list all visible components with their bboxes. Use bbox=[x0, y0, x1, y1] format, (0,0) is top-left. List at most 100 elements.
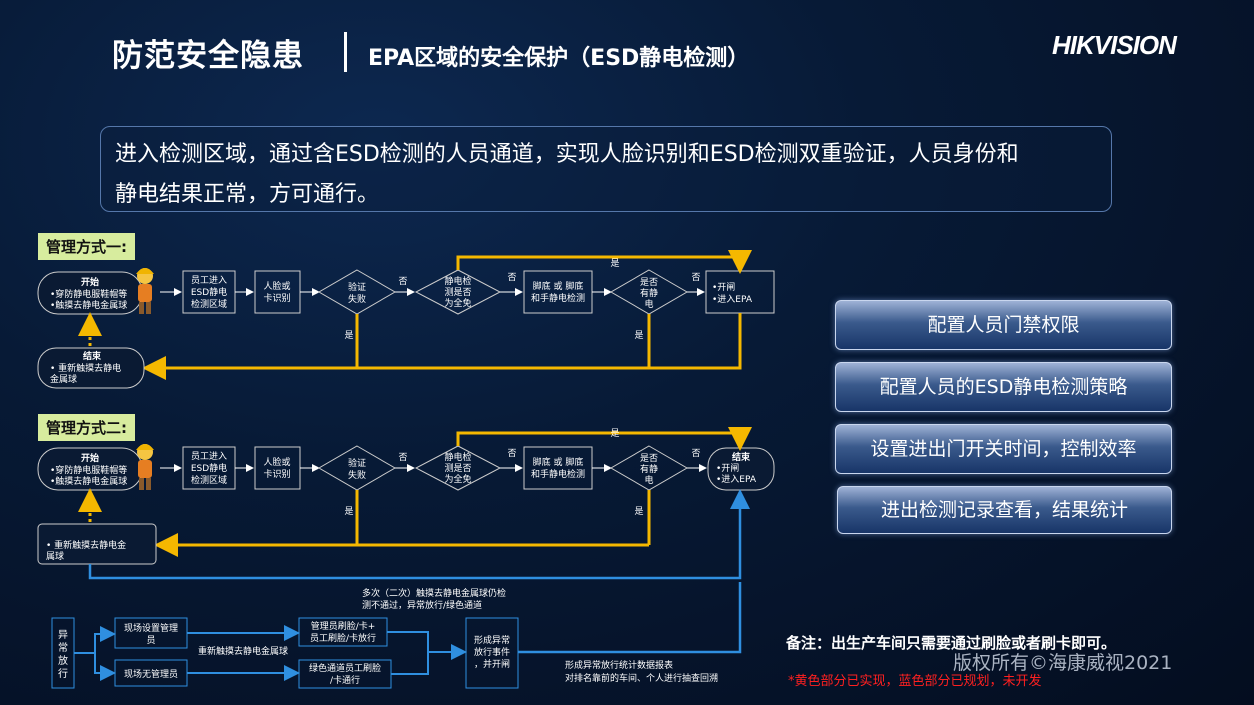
mode1-d1-l2: 失败 bbox=[348, 293, 366, 305]
mode2-d3-l1: 是否 bbox=[640, 453, 658, 464]
mode2-step2-l2: 卡识别 bbox=[263, 468, 290, 480]
mode1-d2-l2: 测是否 bbox=[444, 287, 471, 298]
mode1-step1-l2: ESD静电 bbox=[191, 286, 227, 298]
mode2-d1-l2: 失败 bbox=[348, 469, 366, 481]
mode2-retouch-l2: 属球 bbox=[46, 550, 64, 562]
mode1-step2-l1: 人脸或 bbox=[263, 280, 290, 292]
mode2-esd-exempt-decision bbox=[414, 445, 502, 491]
feature-esd-strategy: 配置人员的ESD静电检测策略 bbox=[835, 362, 1172, 412]
exception-side-2: 放 bbox=[58, 654, 68, 667]
title-divider bbox=[344, 32, 347, 72]
mode1-face-card-step bbox=[254, 270, 301, 314]
exception-admin-action-l2: 员工刷脸/卡放行 bbox=[310, 632, 376, 644]
feature-door-schedule: 设置进出门开关时间，控制效率 bbox=[835, 424, 1172, 474]
mode2-no-2: 否 bbox=[507, 448, 516, 459]
mode2-d3-l2: 有静 bbox=[640, 463, 658, 475]
mode2-yes-top: 是 bbox=[610, 428, 619, 439]
exception-retouch: 重新触摸去静电金属球 bbox=[198, 645, 288, 657]
intro-line-1: 进入检测区域，通过含ESD检测的人员通道，实现人脸识别和ESD检测双重验证，人员… bbox=[115, 142, 1019, 167]
mode2-end-title: 结束 bbox=[732, 451, 751, 463]
mode1-yes-2: 是 bbox=[634, 330, 643, 341]
mode2-d2-l3: 为全免 bbox=[444, 473, 471, 485]
mode2-step2-l1: 人脸或 bbox=[263, 456, 290, 468]
mode1-finish-title: 结束 bbox=[83, 350, 102, 362]
mode2-end-l1: •开闸 bbox=[716, 463, 739, 474]
mode2-esd-test-step bbox=[523, 446, 593, 490]
mode1-start-title: 开始 bbox=[81, 276, 99, 288]
intro-line-2: 静电结果正常，方可通行。 bbox=[115, 182, 380, 207]
exception-admin-action-l1: 管理员刷脸/卡+ bbox=[311, 620, 376, 632]
mode1-d1-l1: 验证 bbox=[348, 281, 366, 293]
worker-icon bbox=[136, 444, 154, 490]
mode2-no-3: 否 bbox=[691, 448, 700, 459]
exception-admin-l2: 员 bbox=[146, 635, 155, 646]
mode1-finish-l2: 金属球 bbox=[50, 373, 77, 385]
mode2-start-line2: •触摸去静电金属球 bbox=[50, 475, 127, 487]
exception-admin-l1: 现场设置管理 bbox=[124, 622, 178, 634]
mode1-d2-l3: 为全免 bbox=[444, 297, 471, 309]
exception-side-1: 常 bbox=[58, 641, 68, 654]
page-title: 防范安全隐患 bbox=[112, 38, 304, 74]
mode1-step1-l1: 员工进入 bbox=[191, 275, 227, 286]
mode2-label: 管理方式二: bbox=[38, 414, 135, 441]
mode1-end-l1: •开闸 bbox=[712, 282, 735, 293]
mode1-flowchart: 开始 •穿防静电服鞋帽等 •触摸去静电金属球 员工进入 ESD静电 检测区域 人… bbox=[37, 250, 775, 389]
exception-report-l2: 对排名靠前的车间、个人进行抽查回溯 bbox=[565, 672, 718, 684]
mode1-step2-l2: 卡识别 bbox=[263, 292, 290, 304]
mode2-start-line1: •穿防静电服鞋帽等 bbox=[50, 464, 127, 476]
mode2-step1-l3: 检测区域 bbox=[191, 474, 227, 486]
mode1-yes-1: 是 bbox=[344, 330, 353, 341]
mode1-step3-l1: 脚底 或 脚底 bbox=[533, 280, 584, 292]
mode2-start-title: 开始 bbox=[81, 452, 99, 464]
mode2-yes-1: 是 bbox=[344, 506, 353, 517]
page-subtitle: EPA区域的安全保护（ESD静电检测） bbox=[368, 46, 750, 71]
exception-event-l2: 放行事件 bbox=[474, 646, 510, 658]
mode1-start-line1: •穿防静电服鞋帽等 bbox=[50, 288, 127, 300]
mode2-yes-2: 是 bbox=[634, 506, 643, 517]
mode2-step1-l1: 员工进入 bbox=[191, 451, 227, 462]
mode1-start-line2: •触摸去静电金属球 bbox=[50, 299, 127, 311]
mode1-d3-l2: 有静 bbox=[640, 287, 658, 299]
mode2-d1-l1: 验证 bbox=[348, 457, 366, 469]
mode1-end-l2: •进入EPA bbox=[712, 294, 753, 305]
legend-note: *黄色部分已实现，蓝色部分已规划，未开发 bbox=[788, 674, 1042, 689]
mode2-d2-l2: 测是否 bbox=[444, 463, 471, 474]
exception-side-0: 异 bbox=[58, 629, 68, 641]
mode2-end-l2: •进入EPA bbox=[716, 474, 757, 485]
mode2-step3-l2: 和手静电检测 bbox=[531, 468, 585, 480]
exception-noadmin: 现场无管理员 bbox=[124, 668, 178, 680]
hikvision-logo: HIKVISION bbox=[1052, 30, 1177, 60]
mode2-d3-l3: 电 bbox=[644, 474, 653, 486]
exception-side-3: 行 bbox=[58, 667, 68, 680]
exception-green-l1: 绿色通道员工刷脸 bbox=[309, 662, 381, 674]
mode1-finish-l1: • 重新触摸去静电 bbox=[50, 362, 121, 374]
mode1-step1-l3: 检测区域 bbox=[191, 298, 227, 310]
mode1-end-node bbox=[37, 347, 145, 389]
intro-box: 进入检测区域，通过含ESD检测的人员通道，实现人脸识别和ESD检测双重验证，人员… bbox=[100, 126, 1112, 212]
exception-event-l1: 形成异常 bbox=[474, 634, 510, 646]
mode2-multi-l2: 测不通过，异常放行/绿色通道 bbox=[362, 599, 482, 611]
exception-green-l2: /卡通行 bbox=[330, 674, 360, 686]
exception-event-l3: ，并开闸 bbox=[474, 658, 510, 670]
mode2-multi-l1: 多次（二次）触摸去静电金属球仍检 bbox=[362, 587, 506, 599]
mode2-flowchart: 开始 •穿防静电服鞋帽等 •触摸去静电金属球 员工进入 ESD静电 检测区域 人… bbox=[37, 427, 775, 611]
feature-records-stats: 进出检测记录查看，结果统计 bbox=[837, 486, 1172, 534]
mode1-no-2: 否 bbox=[507, 272, 516, 283]
mode2-d2-l1: 静电检 bbox=[444, 451, 471, 463]
exception-flowchart: 异 常 放 行 现场设置管理 员 现场无管理员 重新触摸去静电金属球 管理员刷脸… bbox=[51, 582, 742, 689]
mode2-step1-l2: ESD静电 bbox=[191, 462, 227, 474]
mode1-d3-l3: 电 bbox=[644, 298, 653, 310]
remark-note: 备注：出生产车间只需要通过刷脸或者刷卡即可。 bbox=[786, 634, 1117, 652]
mode1-esd-exempt-decision bbox=[414, 269, 502, 315]
mode1-no-3: 否 bbox=[691, 272, 700, 283]
mode2-face-card-step bbox=[254, 446, 301, 490]
feature-access-permission: 配置人员门禁权限 bbox=[835, 300, 1172, 350]
mode1-label: 管理方式一: bbox=[38, 233, 135, 260]
mode1-d2-l1: 静电检 bbox=[444, 275, 471, 287]
mode2-no-1: 否 bbox=[398, 452, 407, 463]
worker-icon bbox=[136, 268, 154, 314]
mode1-d3-l1: 是否 bbox=[640, 277, 658, 288]
exception-report-l1: 形成异常放行统计数据报表 bbox=[565, 659, 673, 671]
mode2-retouch-node bbox=[37, 523, 157, 565]
